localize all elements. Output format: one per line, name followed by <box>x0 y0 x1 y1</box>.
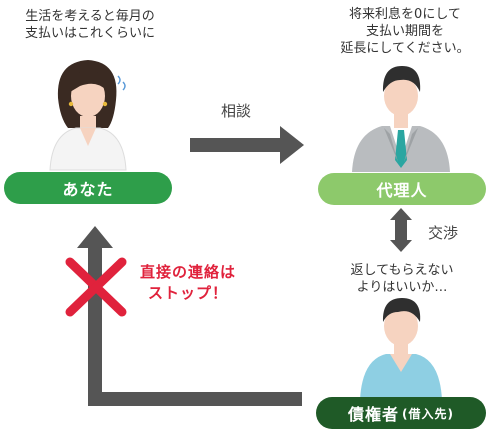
return-arrow <box>77 226 302 406</box>
stop-message-line1: 直接の連絡は <box>139 263 236 281</box>
creditor-avatar <box>360 298 442 400</box>
you-caption: 生活を考えると毎月の 支払いはこれくらいに <box>10 8 170 42</box>
you-label-text: あなた <box>62 180 114 199</box>
agent-avatar <box>352 66 450 172</box>
agent-caption-line2: 支払い期間を <box>365 24 444 39</box>
cross-mark-icon <box>65 257 127 317</box>
creditor-caption: 返してもらえない よりはいいか… <box>322 262 482 296</box>
consult-arrow <box>190 126 304 164</box>
stop-message-line2: ストップ！ <box>147 284 228 302</box>
agent-caption: 将来利息を0にして 支払い期間を 延長にしてください。 <box>325 6 485 57</box>
agent-label: 代理人 <box>318 173 486 205</box>
creditor-label-sub: (借入先) <box>402 406 454 421</box>
agent-label-text: 代理人 <box>376 181 428 200</box>
negotiate-arrow <box>390 208 412 252</box>
you-caption-line2: 支払いはこれくらいに <box>24 26 155 41</box>
worry-marks-icon <box>117 75 126 91</box>
creditor-label-text: 債権者 <box>348 405 400 424</box>
stop-message: 直接の連絡は ストップ！ <box>128 262 248 304</box>
consult-label: 相談 <box>221 102 252 120</box>
creditor-label: 債権者(借入先) <box>316 397 486 429</box>
creditor-caption-line2: よりはいいか… <box>356 280 448 295</box>
agent-caption-line3: 延長にしてください。 <box>340 41 470 56</box>
woman-avatar <box>49 60 127 171</box>
you-caption-line1: 生活を考えると毎月の <box>25 9 155 24</box>
negotiate-label: 交渉 <box>428 224 459 242</box>
creditor-caption-line1: 返してもらえない <box>350 263 454 278</box>
agent-caption-line1: 将来利息を0にして <box>349 7 461 22</box>
you-label: あなた <box>4 172 172 204</box>
